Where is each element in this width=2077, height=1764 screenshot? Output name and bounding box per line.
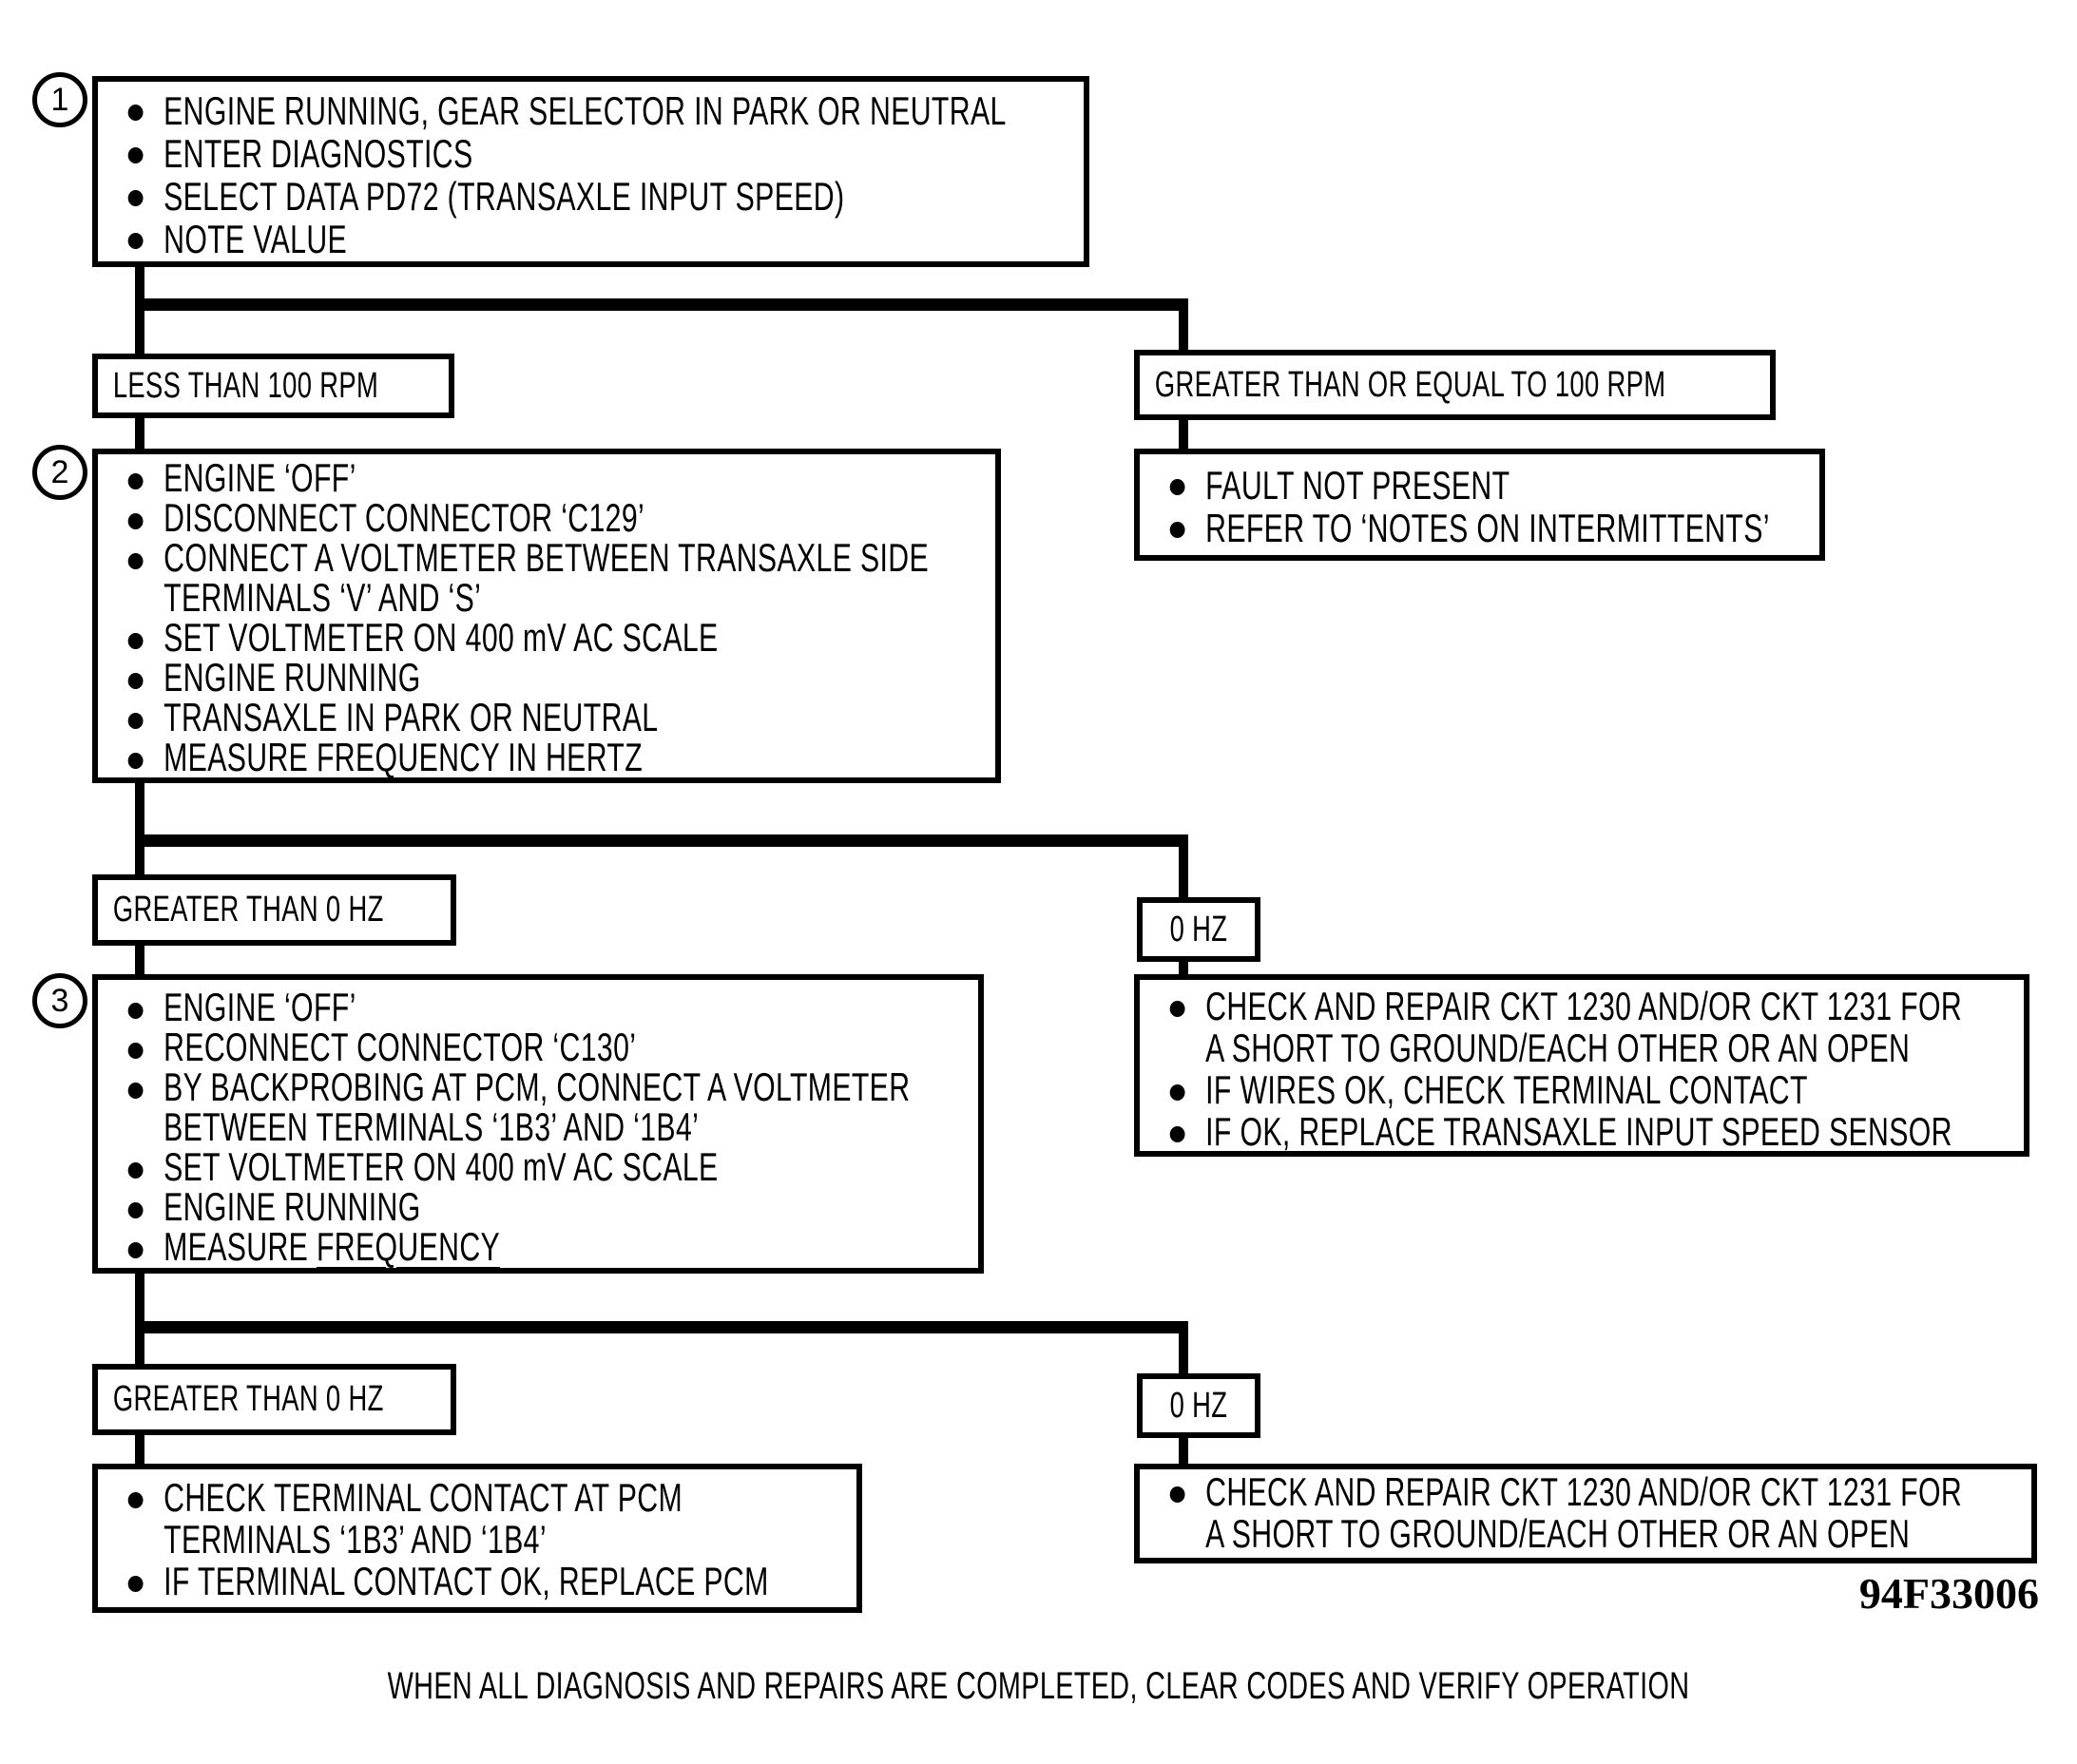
check-pcm-list: CHECK TERMINAL CONTACT AT PCM TERMINALS …	[98, 1477, 856, 1602]
list-item-measure-frequency: MEASURE FREQUENCY	[98, 1227, 978, 1267]
fault-not-present-list: FAULT NOT PRESENT REFER TO ‘NOTES ON INT…	[1140, 464, 1819, 549]
list-item: ENGINE RUNNING, GEAR SELECTOR IN PARK OR…	[98, 89, 1084, 132]
list-item: IF OK, REPLACE TRANSAXLE INPUT SPEED SEN…	[1140, 1111, 2024, 1153]
branch-label-0hz-first: 0 HZ	[1137, 897, 1260, 962]
list-item: CHECK AND REPAIR CKT 1230 AND/OR CKT 123…	[1140, 986, 2024, 1069]
connector-branch3-right-down	[1179, 1327, 1188, 1379]
branch-label-0hz-second: 0 HZ	[1137, 1373, 1260, 1438]
step-3-badge: 3	[32, 973, 87, 1028]
step-2-badge: 2	[32, 445, 87, 500]
step-2-number: 2	[50, 454, 69, 490]
step-1-list: ENGINE RUNNING, GEAR SELECTOR IN PARK OR…	[98, 89, 1084, 260]
connector-step2-down	[135, 779, 144, 884]
connector-gt0-to-step3	[135, 942, 144, 980]
check-repair-sensor-box: CHECK AND REPAIR CKT 1230 AND/OR CKT 123…	[1134, 974, 2029, 1157]
list-item: DISCONNECT CONNECTOR ‘C129’	[98, 498, 995, 538]
branch-label-text: LESS THAN 100 RPM	[112, 366, 379, 406]
figure-code: 94F33006	[1858, 1569, 2039, 1618]
step-2-list: ENGINE ‘OFF’ DISCONNECT CONNECTOR ‘C129’…	[98, 458, 995, 777]
fault-not-present-box: FAULT NOT PRESENT REFER TO ‘NOTES ON INT…	[1134, 449, 1825, 561]
list-item: ENTER DIAGNOSTICS	[98, 132, 1084, 175]
measure-post: IN HERTZ	[499, 735, 644, 779]
step-1-box: ENGINE RUNNING, GEAR SELECTOR IN PARK OR…	[92, 76, 1089, 267]
connector-branch2-right-down	[1179, 840, 1188, 903]
check-repair-open-box: CHECK AND REPAIR CKT 1230 AND/OR CKT 123…	[1134, 1464, 2037, 1563]
list-item: BY BACKPROBING AT PCM, CONNECT A VOLTMET…	[98, 1067, 978, 1147]
branch-label-text: 0 HZ	[1169, 1386, 1228, 1426]
connector-step1-down	[135, 263, 144, 359]
check-repair-sensor-list: CHECK AND REPAIR CKT 1230 AND/OR CKT 123…	[1140, 986, 2024, 1153]
list-item: IF WIRES OK, CHECK TERMINAL CONTACT	[1140, 1069, 2024, 1111]
step-1-badge: 1	[32, 72, 87, 127]
measure-pre: MEASURE	[163, 735, 317, 779]
connector-step3-down	[135, 1270, 144, 1370]
list-item: CHECK TERMINAL CONTACT AT PCM TERMINALS …	[98, 1477, 856, 1561]
list-item-measure-frequency: MEASURE FREQUENCY IN HERTZ	[98, 738, 995, 777]
footer-note-text: WHEN ALL DIAGNOSIS AND REPAIRS ARE COMPL…	[387, 1665, 1690, 1707]
list-item: CONNECT A VOLTMETER BETWEEN TRANSAXLE SI…	[98, 538, 995, 618]
connector-0hz-to-repair	[1179, 958, 1188, 980]
connector-branch2-bar	[135, 834, 1188, 847]
connector-0hzb-to-repair	[1179, 1434, 1188, 1469]
connector-gt0b-to-pcm	[135, 1431, 144, 1469]
connector-lt100-to-step2	[135, 414, 144, 454]
list-item: RECONNECT CONNECTOR ‘C130’	[98, 1027, 978, 1067]
step-3-list: ENGINE ‘OFF’ RECONNECT CONNECTOR ‘C130’ …	[98, 987, 978, 1267]
connector-branch1-right-down	[1179, 304, 1188, 357]
list-item: SELECT DATA PD72 (TRANSAXLE INPUT SPEED)	[98, 175, 1084, 218]
list-item: NOTE VALUE	[98, 218, 1084, 260]
measure-underlined: FREQUENCY	[316, 735, 500, 779]
branch-label-text: 0 HZ	[1169, 910, 1228, 949]
connector-branch1-bar	[135, 298, 1188, 311]
branch-label-greater-than-0hz-second: GREATER THAN 0 HZ	[92, 1364, 456, 1435]
list-item: SET VOLTMETER ON 400 mV AC SCALE	[98, 618, 995, 658]
list-item: ENGINE RUNNING	[98, 658, 995, 698]
list-item: ENGINE ‘OFF’	[98, 458, 995, 498]
measure-underlined: FREQUENCY	[316, 1224, 501, 1269]
branch-label-text: GREATER THAN 0 HZ	[112, 890, 384, 930]
list-item: TRANSAXLE IN PARK OR NEUTRAL	[98, 698, 995, 738]
branch-label-text: GREATER THAN OR EQUAL TO 100 RPM	[1154, 365, 1666, 405]
step-3-box: ENGINE ‘OFF’ RECONNECT CONNECTOR ‘C130’ …	[92, 974, 984, 1274]
list-item: CHECK AND REPAIR CKT 1230 AND/OR CKT 123…	[1140, 1471, 2031, 1555]
list-item: FAULT NOT PRESENT	[1140, 464, 1819, 507]
step-2-box: ENGINE ‘OFF’ DISCONNECT CONNECTOR ‘C129’…	[92, 449, 1001, 783]
measure-pre: MEASURE	[163, 1224, 317, 1269]
list-item: ENGINE RUNNING	[98, 1187, 978, 1227]
step-3-number: 3	[50, 983, 69, 1019]
branch-label-gte-100-rpm: GREATER THAN OR EQUAL TO 100 RPM	[1134, 350, 1776, 420]
list-item: SET VOLTMETER ON 400 mV AC SCALE	[98, 1147, 978, 1187]
list-item: ENGINE ‘OFF’	[98, 987, 978, 1027]
connector-branch3-bar	[135, 1321, 1188, 1333]
check-repair-open-list: CHECK AND REPAIR CKT 1230 AND/OR CKT 123…	[1140, 1471, 2031, 1555]
list-item: IF TERMINAL CONTACT OK, REPLACE PCM	[98, 1561, 856, 1602]
connector-gte100-to-fault	[1179, 416, 1188, 454]
branch-label-less-than-100-rpm: LESS THAN 100 RPM	[92, 354, 454, 418]
footer-note: WHEN ALL DIAGNOSIS AND REPAIRS ARE COMPL…	[0, 1665, 2077, 1708]
list-item: REFER TO ‘NOTES ON INTERMITTENTS’	[1140, 507, 1819, 549]
step-1-number: 1	[50, 82, 69, 118]
branch-label-greater-than-0hz-first: GREATER THAN 0 HZ	[92, 874, 456, 946]
check-pcm-box: CHECK TERMINAL CONTACT AT PCM TERMINALS …	[92, 1464, 862, 1613]
branch-label-text: GREATER THAN 0 HZ	[112, 1379, 384, 1419]
